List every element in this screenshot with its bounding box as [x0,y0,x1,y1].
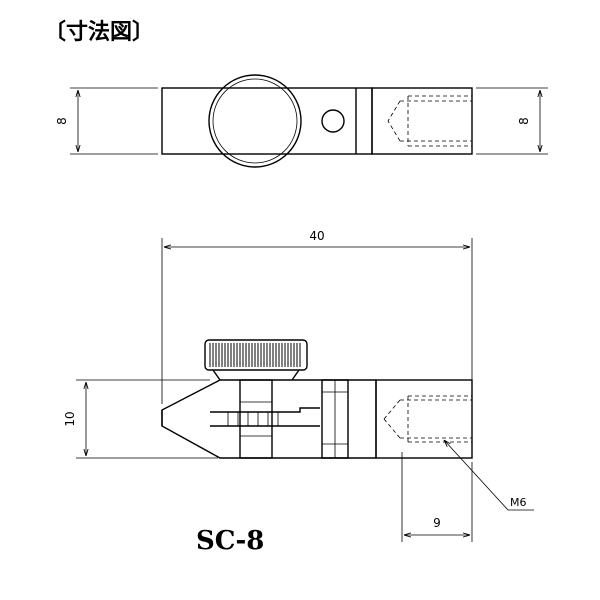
top-right-height-dimension: 8 [476,87,548,155]
drawing-title: 〔寸法図〕 [44,20,155,45]
top-right-height-label: 8 [517,117,531,125]
front-height-label: 10 [63,411,77,426]
top-view-thread-hole [387,95,472,147]
front-view: 40 [63,229,534,542]
front-view-vertical-bore [321,379,349,459]
front-view-knurled-knob [204,339,308,381]
top-view-right-block [371,87,473,155]
thread-depth-dimension: 9 [401,452,473,542]
front-view-screw [239,379,273,459]
front-view-right-block [375,379,473,459]
thread-callout-label: M6 [510,496,527,509]
top-view-body [161,87,373,155]
model-label: SC-8 [196,526,265,556]
top-left-height-label: 8 [55,117,69,125]
total-length-label: 40 [309,229,324,243]
top-view-hole [321,109,345,133]
front-height-dimension: 10 [63,379,218,459]
thread-callout-leader: M6 [444,440,534,511]
total-length-dimension: 40 [161,229,473,404]
top-left-height-dimension: 8 [55,87,158,155]
top-view-knob [208,74,302,168]
thread-depth-label: 9 [433,516,441,530]
top-view-knob-inner [212,78,298,164]
top-view: 8 8 [55,74,548,168]
front-view-clamp-slot [210,407,320,427]
